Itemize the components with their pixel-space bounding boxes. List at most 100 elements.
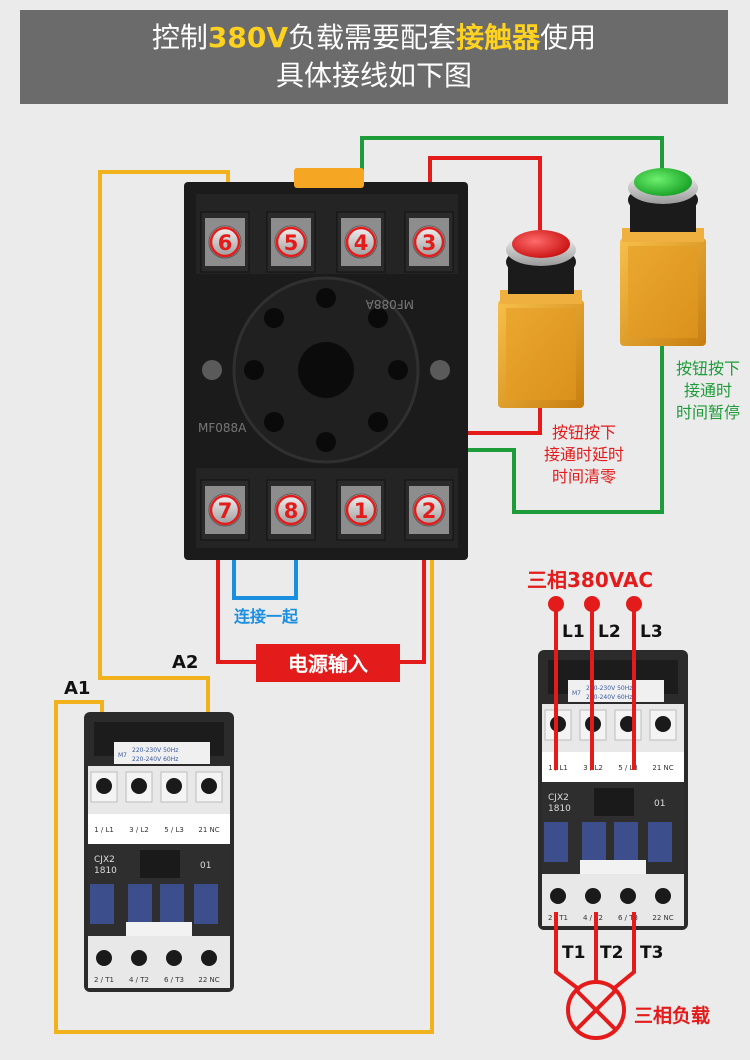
spec-line-1: 220-230V 50Hz [132,747,178,754]
relay-top-terminals: 6 5 4 3 [200,211,454,273]
terminal-number-ring [413,494,445,526]
terminal-number-ring [345,226,377,258]
three-phase-label: 三相380VAC [527,568,653,592]
t1-label: T1 [562,943,585,963]
model-text-bottom: MF088A [198,421,247,435]
red-note-line-3: 时间清零 [552,467,616,486]
pin-holes [244,288,408,452]
key-hole [298,342,354,398]
l2-label: L2 [598,622,621,642]
red-note-line-1: 按钮按下 [552,423,616,442]
terminal-number: 3 [422,231,437,255]
power-input-box [256,644,400,682]
contactor-model: CJX2 [94,855,115,865]
yellow-wire-a2 [98,170,230,712]
contactor-screw [550,888,566,904]
contactor-screw [201,950,217,966]
socket-latch [294,168,364,188]
spec-plate [114,742,210,764]
bottom-terminal-label: 6 / T3 [618,914,638,922]
model-text-top: MF088A [365,297,414,311]
green-button-cap[interactable] [634,168,692,196]
blue-window [194,884,218,924]
green-pushbutton[interactable] [620,168,706,346]
blue-window [614,822,638,862]
green-button-note: 按钮按下 接通时 时间暂停 [676,359,740,422]
blue-window [544,822,568,862]
title-text-2: 负载需要配套 [288,21,457,54]
title-banner: 控制380V负载需要配套接触器使用 具体接线如下图 [20,10,728,104]
contactor-slot: 01 [654,799,665,809]
power-input-label: 电源输入 [288,652,368,676]
top-terminal-label: 21 NC [652,764,673,772]
contactor-screw [131,778,147,794]
bottom-terminal-label: 22 NC [198,976,219,984]
contactor-screw [655,716,671,732]
a1-label: A1 [64,678,90,699]
top-terminal-label: 5 / L3 [618,764,638,772]
contactor-screw [201,778,217,794]
phase-supply-lines [554,604,636,770]
mount-hole-right [430,360,450,380]
three-phase-load-label: 三相负载 [634,1004,710,1027]
contactor-screw [96,950,112,966]
t2-label: T2 [600,943,623,963]
blue-window [90,884,114,924]
mount-hole-left [202,360,222,380]
terminal-number: 4 [354,231,369,255]
load-labels: T1 T2 T3 [562,943,663,963]
relay-terminal: 1 [336,479,386,541]
blue-window [128,884,152,924]
a2-label: A2 [172,652,198,673]
phase-nodes [548,596,642,612]
three-phase-load-symbol [566,980,626,1040]
blue-window [648,822,672,862]
contactor-screw [166,778,182,794]
contactor-code: 1810 [548,804,571,814]
relay-terminal: 7 [200,479,250,541]
load-lines [554,912,636,992]
bottom-terminal-label: 4 / T2 [129,976,149,984]
terminal-number: 8 [284,499,299,523]
spec-line-2: 220-240V 60Hz [132,756,178,763]
relay-terminal: 3 [404,211,454,273]
red-button-note: 按钮按下 接通时延时 时间清零 [544,423,624,486]
relay-terminal: 4 [336,211,386,273]
terminal-number: 6 [218,231,233,255]
spec-prefix: M7 [572,690,581,697]
spec-line-1: 220-230V 50Hz [586,685,632,692]
contactor-model: CJX2 [548,793,569,803]
bottom-terminal-label: 6 / T3 [164,976,184,984]
relay-terminal: 5 [266,211,316,273]
l1-label: L1 [562,622,585,642]
relay-bottom-terminals: 7 8 1 2 [200,479,454,541]
power-input-wires [216,520,426,664]
title-device: 接触器 [456,21,541,54]
green-note-line-2: 接通时 [684,381,732,400]
contactor-screw [166,950,182,966]
terminal-number: 5 [284,231,299,255]
contactor-screw [585,888,601,904]
terminal-number: 1 [354,499,369,523]
top-terminal-label: 5 / L3 [164,826,184,834]
bottom-terminal-label: 2 / T1 [94,976,114,984]
spec-prefix: M7 [118,752,127,759]
terminal-number-ring [209,226,241,258]
phase-labels: L1 L2 L3 [562,622,663,642]
contactor-screw [655,888,671,904]
red-pushbutton[interactable] [498,230,584,408]
terminal-number-ring [275,494,307,526]
contactor-slot: 01 [200,861,211,871]
relay-terminal: 8 [266,479,316,541]
red-button-cap[interactable] [512,230,570,258]
terminal-number: 2 [422,499,437,523]
bottom-terminal-label: 22 NC [652,914,673,922]
green-note-line-1: 按钮按下 [676,359,740,378]
relay-terminal: 6 [200,211,250,273]
connect-together-label: 连接一起 [234,607,299,626]
yellow-wire-a1 [54,520,434,1034]
title-line-1: 控制380V负载需要配套接触器使用 [20,19,728,57]
spec-line-2: 220-240V 60Hz [586,694,632,701]
